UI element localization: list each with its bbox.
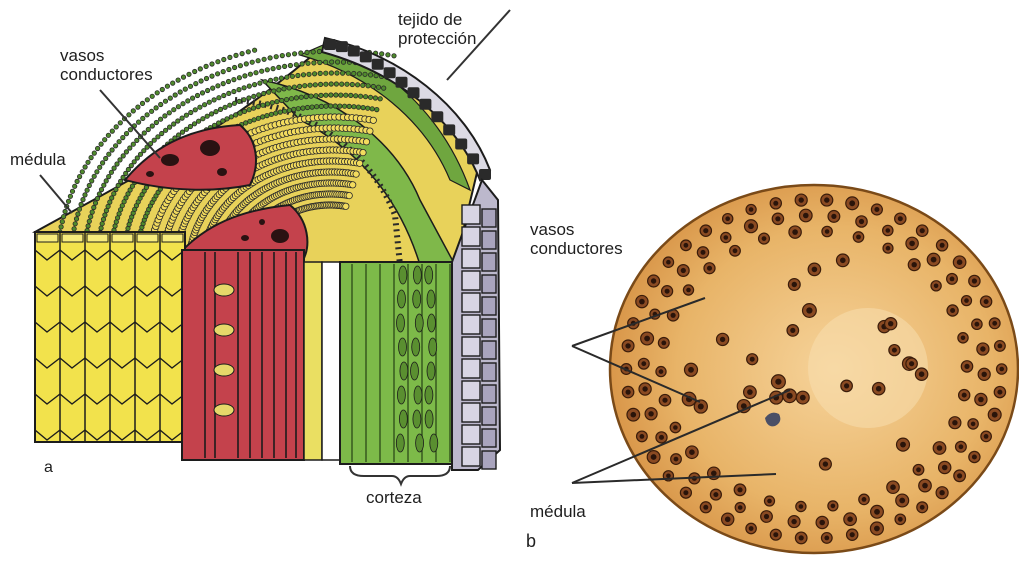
- label-pith-b: médula: [530, 502, 586, 521]
- label-vessels-b: vasos conductores: [530, 220, 623, 258]
- panel-letter-b: b: [526, 532, 536, 551]
- leader-pith-a: [40, 175, 72, 213]
- panel-letter-a: a: [44, 458, 53, 477]
- label-cortex: corteza: [366, 488, 422, 507]
- cortex-front: [340, 262, 452, 464]
- label-protection-tissue: tejido de protección: [398, 10, 476, 48]
- label-pith-a: médula: [10, 150, 66, 169]
- cortex-brace: [350, 466, 450, 484]
- label-vessels-a: vasos conductores: [60, 46, 153, 84]
- figure-b-cross-section: [572, 185, 1018, 553]
